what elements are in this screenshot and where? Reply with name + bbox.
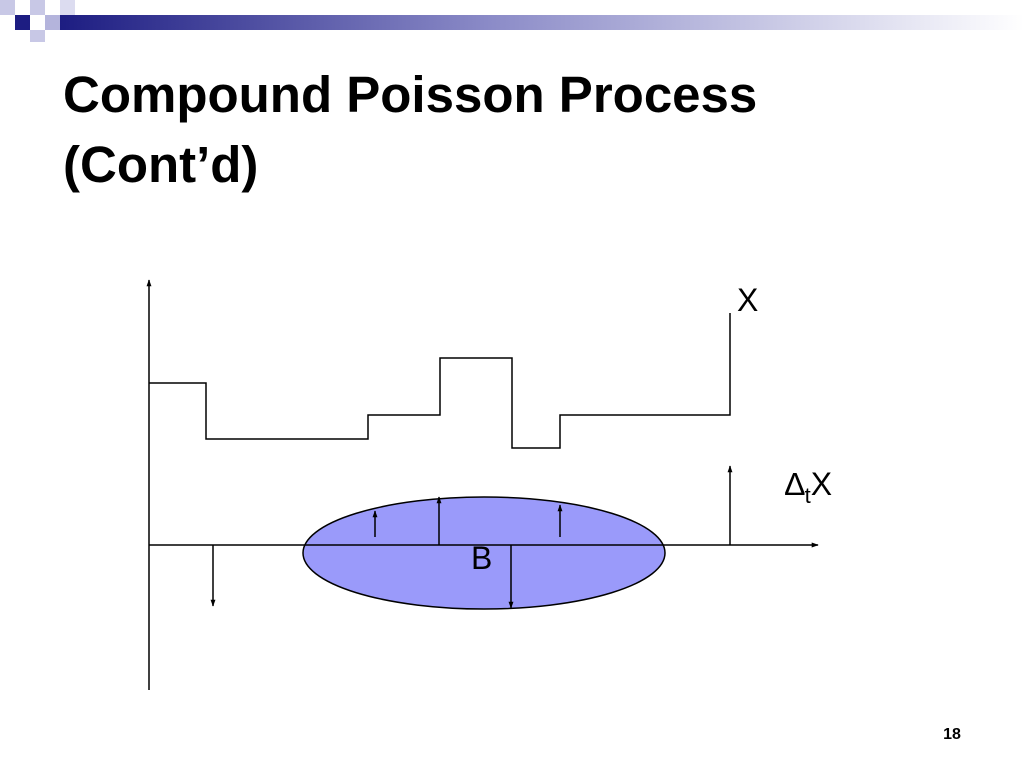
header-decoration (0, 0, 1024, 42)
set-b-ellipse (302, 496, 666, 610)
page-number: 18 (943, 726, 961, 743)
header-square-light-2 (30, 0, 45, 15)
delta-variable: X (811, 466, 832, 502)
header-band (60, 15, 1024, 30)
title-line-1: Compound Poisson Process (63, 66, 758, 123)
delta-subscript: t (805, 483, 811, 508)
header-square-light-4 (30, 30, 45, 42)
process-x-step-path (149, 313, 731, 449)
header-square-dark-1 (15, 15, 30, 30)
x-label: X (737, 282, 758, 318)
delta-x-label: ∆tX (785, 466, 832, 508)
delta-symbol: ∆ (785, 466, 805, 502)
slide-title: Compound Poisson Process (Cont’d) (63, 60, 963, 200)
header-square-light-5 (60, 0, 75, 15)
title-line-2: (Cont’d) (63, 136, 259, 193)
header-square-light-3 (45, 15, 60, 30)
header-square-light-1 (0, 0, 15, 15)
set-b-label: B (471, 540, 492, 576)
